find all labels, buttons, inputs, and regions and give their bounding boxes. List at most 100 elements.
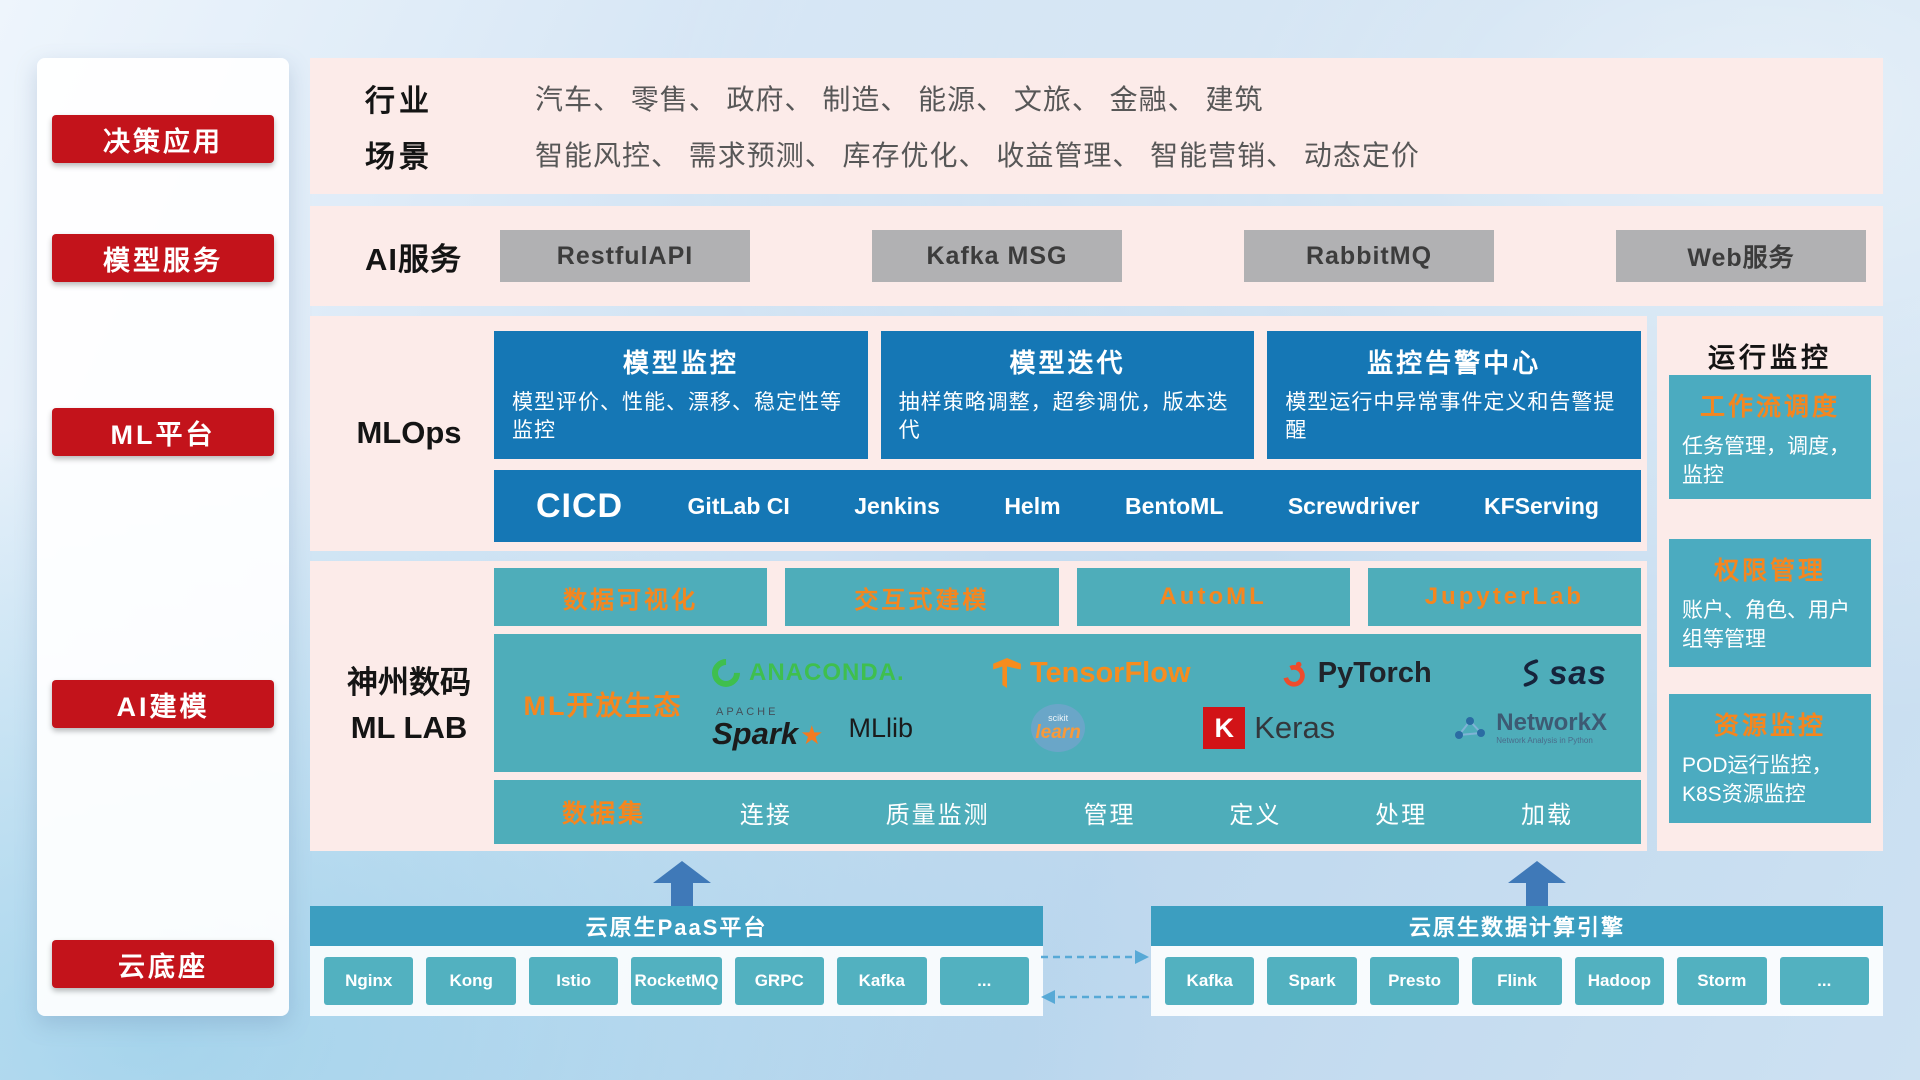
layer-cloud-base: 云底座	[52, 940, 274, 988]
tensorflow-logo: TensorFlow	[993, 657, 1191, 690]
logo-row-1: ANACONDA. TensorFlow PyTorch	[706, 653, 1607, 693]
data-exchange-arrows	[1041, 950, 1149, 1004]
networkx-icon	[1455, 717, 1486, 739]
chip-spark: Spark	[1267, 957, 1357, 1005]
pytorch-logo: PyTorch	[1279, 657, 1432, 690]
mllab-label-line1: 神州数码	[347, 665, 471, 701]
networkx-wordmark: NetworkX	[1496, 709, 1607, 737]
card-title: 资源监控	[1713, 712, 1826, 740]
chip-kafka: Kafka	[837, 957, 927, 1005]
layer-decision-apps: 决策应用	[52, 115, 274, 163]
chip-more: ...	[939, 957, 1029, 1005]
card-title: 监控告警中心	[1367, 348, 1542, 378]
cicd-helm: Helm	[1004, 492, 1061, 519]
chip-kong: Kong	[426, 957, 516, 1005]
apache-label: APACHE	[716, 706, 779, 718]
dataset-manage: 管理	[1083, 801, 1136, 829]
pytorch-icon	[1283, 661, 1305, 687]
mlops-label: MLOps	[356, 415, 462, 451]
ai-service-label: AI服务	[365, 241, 462, 277]
cicd-bar: CICD GitLab CI Jenkins Helm BentoML Scre…	[494, 470, 1641, 542]
layer-ml-platform: ML平台	[52, 408, 274, 456]
card-model-iteration: 模型迭代 抽样策略调整，超参调优，版本迭代	[880, 331, 1255, 459]
cicd-title: CICD	[536, 486, 624, 525]
card-desc: 模型评价、性能、漂移、稳定性等监控	[512, 391, 842, 443]
cicd-screwdriver: Screwdriver	[1287, 492, 1420, 519]
ml-open-ecosystem: ML开放生态 ANACONDA. TensorFlow	[494, 634, 1641, 772]
card-permission-management: 权限管理 账户、角色、用户组等管理	[1669, 539, 1871, 667]
scikit-label: scikit	[1048, 713, 1069, 723]
mlops-cards: 模型监控 模型评价、性能、漂移、稳定性等监控 模型迭代 抽样策略调整，超参调优，…	[494, 331, 1642, 459]
mllab-panel: 神州数码 ML LAB 数据可视化 交互式建模 AutoML JupyterLa…	[310, 561, 1647, 851]
up-arrow-icon	[653, 861, 711, 907]
card-desc: POD运行监控，K8S资源监控	[1682, 754, 1833, 807]
sas-wordmark: sas	[1548, 654, 1607, 691]
learn-label: learn	[1035, 722, 1081, 743]
keras-wordmark: Keras	[1254, 710, 1336, 745]
chip-nginx: Nginx	[324, 957, 414, 1005]
mllab-feature-row: 数据可视化 交互式建模 AutoML JupyterLab	[494, 568, 1641, 626]
spark-star-icon: ★	[800, 720, 824, 750]
card-resource-monitoring: 资源监控 POD运行监控，K8S资源监控	[1669, 694, 1871, 823]
industry-line: 行业 汽车、 零售、 政府、 制造、 能源、 文旅、 金融、 建筑	[365, 76, 1883, 120]
feature-jupyterlab: JupyterLab	[1367, 568, 1641, 626]
tensorflow-icon	[993, 658, 1021, 688]
card-title: 模型监控	[622, 348, 739, 378]
mlops-panel: MLOps 模型监控 模型评价、性能、漂移、稳定性等监控 模型迭代 抽样策略调整…	[310, 316, 1647, 551]
card-desc: 任务管理，调度，监控	[1682, 435, 1850, 488]
card-model-monitoring: 模型监控 模型评价、性能、漂移、稳定性等监控	[494, 331, 868, 459]
engine-components: Kafka Spark Presto Flink Hadoop Storm ..…	[1151, 946, 1883, 1016]
chip-more: ...	[1779, 957, 1869, 1005]
scenario-list: 智能风控、 需求预测、 库存优化、 收益管理、 智能营销、 动态定价	[535, 140, 1420, 171]
chip-storm: Storm	[1677, 957, 1767, 1005]
spark-line: Spark ★	[712, 718, 823, 749]
scikit-learn-logo: scikit learn	[1031, 704, 1086, 752]
card-title: 权限管理	[1713, 557, 1826, 585]
networkx-logo: NetworkX Network Analysis in Python	[1453, 710, 1607, 745]
chip-grpc: GRPC	[734, 957, 825, 1005]
cicd-gitlab-ci: GitLab CI	[687, 492, 790, 519]
scikit-learn-icon: scikit learn	[1031, 704, 1086, 752]
service-restfulapi: RestfulAPI	[500, 230, 750, 282]
ecosystem-label: ML开放生态	[523, 690, 683, 721]
chip-hadoop: Hadoop	[1574, 957, 1665, 1005]
layer-sidebar: 决策应用 模型服务 ML平台 AI建模 云底座	[37, 58, 289, 1016]
layer-model-service: 模型服务	[52, 234, 274, 282]
card-desc: 账户、角色、用户组等管理	[1682, 599, 1850, 652]
dataset-connect: 连接	[739, 801, 792, 829]
industry-list: 汽车、 零售、 政府、 制造、 能源、 文旅、 金融、 建筑	[535, 84, 1264, 115]
scenario-label: 场景	[365, 141, 433, 174]
card-title: 模型迭代	[1009, 348, 1126, 378]
layer-ai-modeling: AI建模	[52, 680, 274, 728]
chip-presto: Presto	[1369, 957, 1460, 1005]
keras-logo: K Keras	[1203, 707, 1335, 749]
chip-rocketmq: RocketMQ	[631, 957, 722, 1005]
monitoring-title: 运行监控	[1708, 343, 1832, 373]
anaconda-wordmark: ANACONDA.	[749, 659, 905, 686]
cicd-bentoml: BentoML	[1125, 492, 1224, 519]
paas-components: Nginx Kong Istio RocketMQ GRPC Kafka ...	[310, 946, 1043, 1016]
data-engine-bar: 云原生数据计算引擎	[1151, 906, 1883, 946]
card-workflow-scheduling: 工作流调度 任务管理，调度，监控	[1669, 375, 1871, 499]
mllab-label: 神州数码 ML LAB	[324, 561, 494, 851]
up-arrow-icon	[1508, 861, 1566, 907]
mllib-wordmark: MLlib	[848, 712, 914, 743]
dataset-process: 处理	[1375, 801, 1428, 829]
industry-scenario-panel: 行业 汽车、 零售、 政府、 制造、 能源、 文旅、 金融、 建筑 场景 智能风…	[310, 58, 1883, 194]
mllab-label-line2: ML LAB	[350, 710, 468, 745]
runtime-monitoring-panel: 运行监控 权限管理 账户、角色、用户组等管理 资源监控 POD运行监控，K8S资…	[1657, 316, 1883, 851]
feature-data-visualization: 数据可视化	[494, 568, 768, 626]
industry-label: 行业	[365, 85, 433, 118]
scenario-line: 场景 智能风控、 需求预测、 库存优化、 收益管理、 智能营销、 动态定价	[365, 132, 1883, 176]
dataset-label: 数据集	[562, 800, 647, 828]
pytorch-wordmark: PyTorch	[1317, 656, 1432, 689]
logo-row-2: APACHE Spark ★ MLlib scikit learn	[712, 704, 1607, 752]
sas-swoosh-icon	[1523, 659, 1539, 687]
spark-wordmark: Spark	[712, 716, 799, 751]
tensorflow-wordmark: TensorFlow	[1029, 656, 1191, 689]
chip-istio: Istio	[528, 957, 619, 1005]
spark-stack: APACHE Spark ★	[712, 706, 823, 750]
cicd-jenkins: Jenkins	[854, 492, 940, 519]
ecosystem-logos: ANACONDA. TensorFlow PyTorch	[706, 634, 1641, 772]
